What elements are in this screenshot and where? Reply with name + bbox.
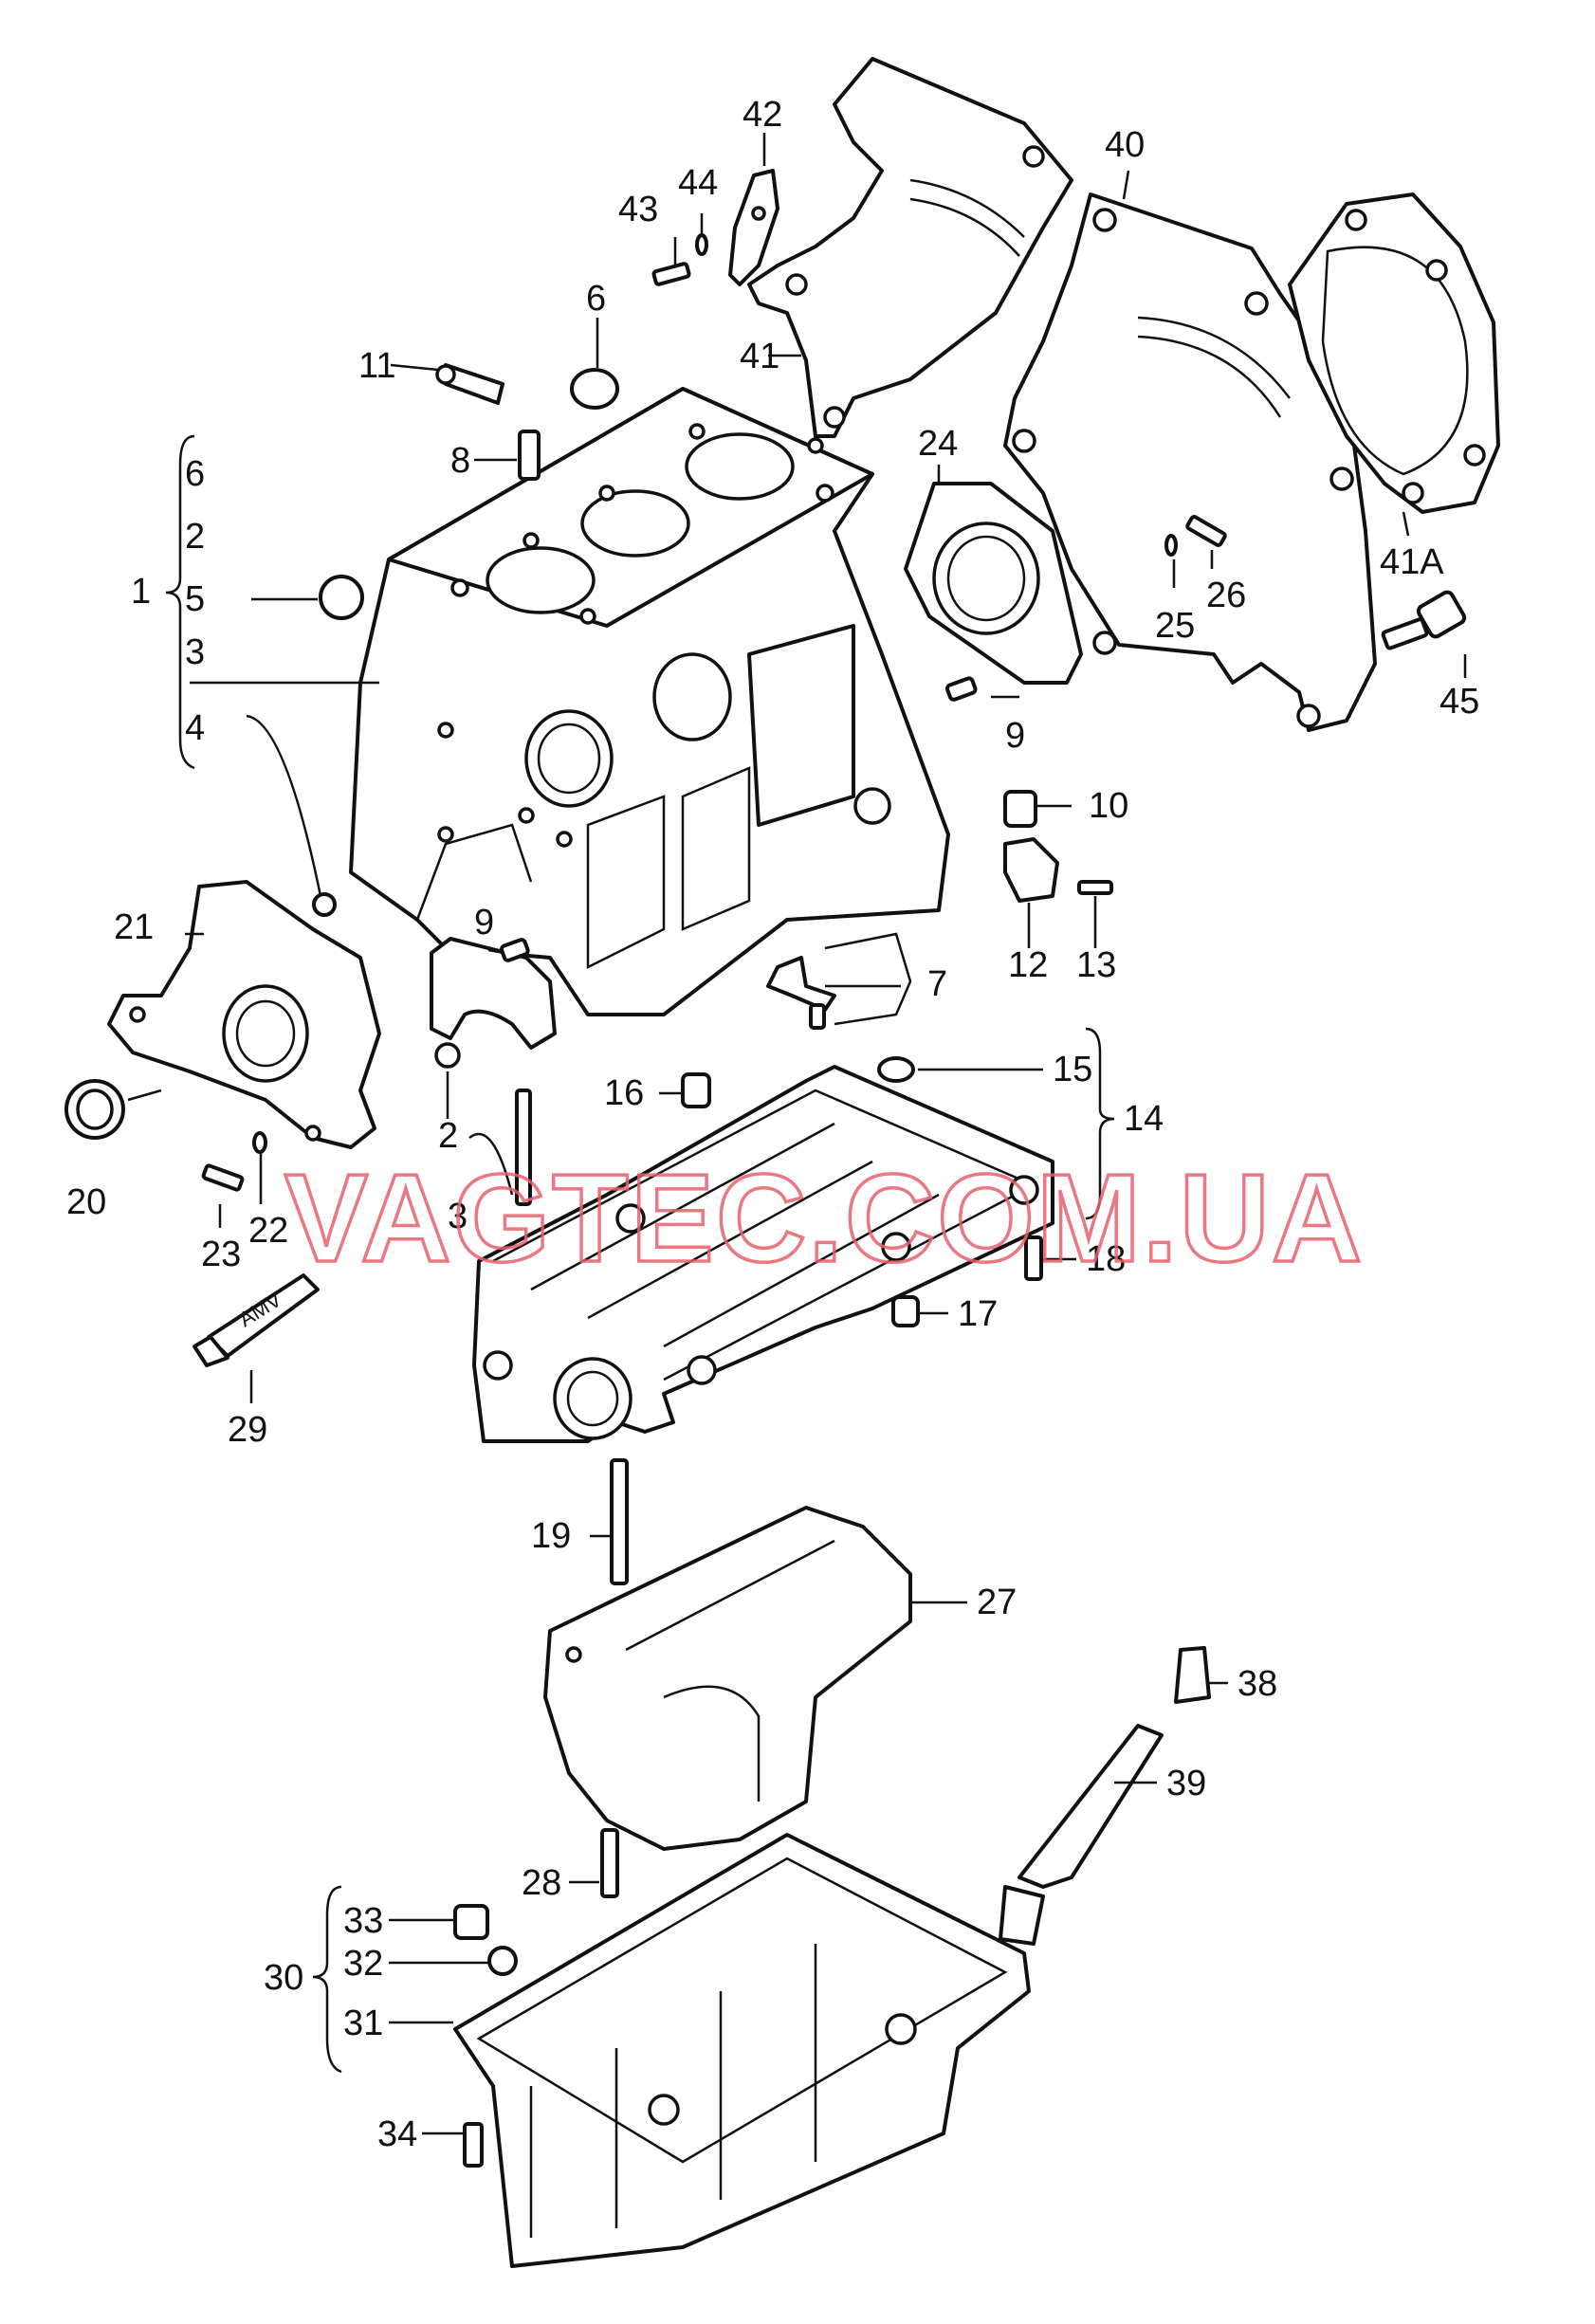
washer-25 — [1164, 534, 1178, 557]
rear-cover-plate-41 — [747, 57, 1073, 438]
drain-plug-33 — [453, 1904, 489, 1940]
jet-7 — [766, 956, 836, 1030]
label-9-lower: 9 — [474, 903, 494, 942]
bedplate-14 — [472, 1065, 1054, 1443]
label-7: 7 — [927, 964, 947, 1004]
label-43: 43 — [618, 190, 658, 229]
label-9-right: 9 — [1005, 716, 1025, 756]
bracket-42 — [728, 169, 779, 286]
label-15: 15 — [1053, 1050, 1092, 1089]
washer-22 — [252, 1131, 267, 1154]
label-26: 26 — [1206, 576, 1246, 615]
label-12: 12 — [1008, 945, 1048, 985]
label-6-group: 6 — [185, 454, 205, 494]
label-18: 18 — [1086, 1239, 1126, 1279]
label-23: 23 — [201, 1235, 241, 1274]
bolt-19 — [610, 1458, 629, 1585]
gasket-41A — [1288, 192, 1500, 514]
pin-9-lower — [499, 938, 530, 962]
flange-12 — [1003, 837, 1059, 903]
label-16: 16 — [604, 1073, 644, 1113]
label-21: 21 — [114, 907, 154, 947]
label-41: 41 — [740, 337, 779, 376]
oil-pan-31 — [453, 1833, 1031, 2268]
bolt-34 — [463, 2122, 484, 2168]
oil-pump-housing-21 — [107, 880, 381, 1149]
label-10: 10 — [1089, 786, 1128, 826]
sealant-tube-29: AMV — [192, 1273, 320, 1367]
label-8: 8 — [450, 441, 470, 481]
bolt-28 — [600, 1828, 619, 1898]
label-4: 4 — [185, 708, 205, 748]
label-25: 25 — [1155, 606, 1195, 646]
o-ring-15 — [877, 1056, 915, 1083]
dowel-16 — [681, 1072, 711, 1108]
label-30: 30 — [264, 1958, 303, 1998]
label-5: 5 — [185, 579, 205, 619]
callout-labels: 1 6 2 5 3 4 2 3 7 8 9 9 10 11 12 13 14 1… — [66, 95, 1479, 2154]
watermark: VAGTEC.COM.UA — [284, 1148, 1364, 1288]
plug-6-top — [570, 368, 619, 410]
seal-flange-24 — [904, 482, 1083, 685]
label-14: 14 — [1124, 1099, 1164, 1139]
bolt-43 — [651, 262, 691, 286]
bearing-cap-2 — [430, 937, 557, 1069]
bolt-45 — [1381, 590, 1467, 650]
label-20: 20 — [66, 1182, 106, 1222]
dipstick-cap-38 — [1174, 1646, 1211, 1704]
bushing-10 — [1003, 790, 1037, 828]
leader-lines — [127, 133, 1467, 2135]
seal-ring-20 — [64, 1079, 125, 1140]
label-28: 28 — [522, 1863, 561, 1903]
dipstick-tube-39 — [999, 1724, 1164, 1946]
bolt-18 — [1024, 1235, 1043, 1281]
label-32: 32 — [343, 1944, 383, 1984]
label-2: 2 — [438, 1116, 458, 1156]
upper-oil-pan-27 — [543, 1506, 912, 1851]
pin-8 — [518, 430, 541, 481]
pin-9-right — [944, 676, 978, 702]
washer-44 — [695, 233, 708, 256]
label-24: 24 — [918, 424, 958, 464]
label-31: 31 — [343, 2004, 383, 2043]
bolt-13 — [1077, 880, 1113, 895]
label-34: 34 — [377, 2114, 417, 2154]
dowel-17 — [891, 1295, 920, 1327]
plug-4 — [312, 892, 337, 917]
cylinder-block — [349, 387, 950, 1016]
label-3-group: 3 — [185, 632, 205, 672]
bolt-3 — [515, 1089, 532, 1206]
seal-32 — [487, 1946, 518, 1976]
bolt-23 — [201, 1163, 245, 1192]
label-42: 42 — [742, 95, 782, 135]
label-17: 17 — [958, 1294, 998, 1334]
label-3: 3 — [448, 1197, 468, 1236]
plug-5 — [319, 575, 364, 620]
label-29: 29 — [228, 1410, 267, 1450]
label-13: 13 — [1076, 945, 1116, 985]
label-39: 39 — [1166, 1764, 1206, 1803]
label-40: 40 — [1105, 125, 1145, 165]
label-33: 33 — [343, 1901, 383, 1941]
label-44: 44 — [678, 163, 718, 203]
bolt-26 — [1185, 515, 1227, 547]
label-22: 22 — [248, 1211, 288, 1251]
label-38: 38 — [1238, 1664, 1277, 1704]
label-11: 11 — [358, 346, 395, 386]
label-6-top: 6 — [586, 279, 606, 319]
sender-11 — [435, 363, 504, 405]
label-41A: 41A — [1380, 542, 1444, 582]
label-45: 45 — [1439, 682, 1479, 722]
label-19: 19 — [531, 1516, 571, 1556]
label-1: 1 — [131, 572, 151, 612]
label-27: 27 — [977, 1583, 1017, 1622]
label-2-group: 2 — [185, 517, 205, 557]
